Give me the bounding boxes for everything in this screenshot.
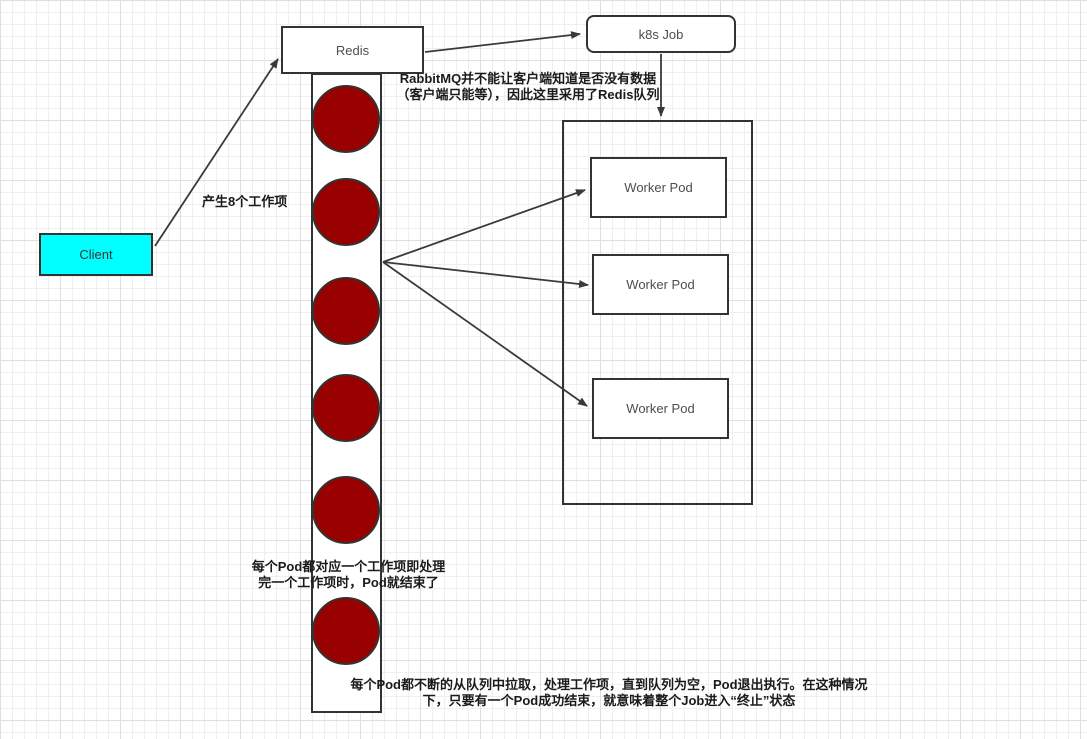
work-item-circle[interactable] — [312, 85, 380, 153]
k8s-job-node[interactable]: k8s Job — [586, 15, 736, 53]
redis-node-label: Redis — [335, 42, 370, 58]
redis-node[interactable]: Redis — [281, 26, 424, 74]
rabbitmq-note-text[interactable]: RabbitMQ并不能让客户端知道是否没有数据（客户端只能等），因此这里采用了R… — [396, 71, 660, 102]
client-node-label: Client — [79, 247, 113, 262]
k8s-job-node-label: k8s Job — [638, 26, 684, 42]
worker-pod-node-1[interactable]: Worker Pod — [590, 157, 727, 218]
work-item-circle[interactable] — [312, 374, 380, 442]
pod-work-note-text[interactable]: 每个Pod都对应一个工作项即处理完一个工作项时，Pod就结束了 — [251, 559, 446, 590]
arrow-queue-to-pod3[interactable] — [382, 261, 588, 407]
worker-pod-label: Worker Pod — [626, 277, 695, 292]
worker-pod-label: Worker Pod — [626, 401, 695, 416]
worker-pod-label: Worker Pod — [624, 180, 693, 195]
work-item-circle[interactable] — [312, 476, 380, 544]
work-item-circle[interactable] — [312, 178, 380, 246]
arrow-redis-to-k8sjob[interactable] — [424, 31, 581, 53]
bottom-note-text[interactable]: 每个Pod都不断的从队列中拉取，处理工作项，直到队列为空，Pod退出执行。在这种… — [350, 677, 868, 708]
work-item-circle[interactable] — [312, 597, 380, 665]
work-item-circle[interactable] — [312, 277, 380, 345]
worker-pod-node-2[interactable]: Worker Pod — [592, 254, 729, 315]
arrow-queue-to-pod1[interactable] — [382, 189, 586, 263]
produce-items-note-text[interactable]: 产生8个工作项 — [202, 194, 288, 209]
arrow-queue-to-pod2[interactable] — [382, 261, 589, 288]
arrow-client-to-redis[interactable] — [154, 58, 279, 247]
worker-pod-node-3[interactable]: Worker Pod — [592, 378, 729, 439]
client-node[interactable]: Client — [39, 233, 153, 276]
